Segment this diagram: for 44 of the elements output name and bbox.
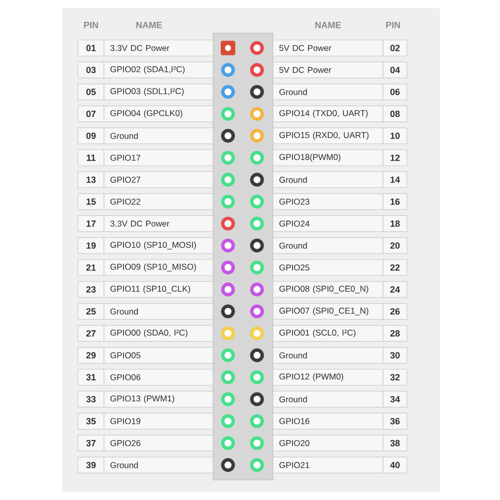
pin-number-box: 23 <box>78 281 104 298</box>
pin-number-box: 22 <box>382 259 408 276</box>
pin-number-box: 33 <box>78 390 104 408</box>
pin-number-box: 26 <box>382 303 408 320</box>
pin-number-box: 16 <box>382 193 408 210</box>
pin-number-box: 11 <box>78 149 104 166</box>
pin-number-box: 39 <box>78 456 104 474</box>
pin-number-box: 27 <box>78 325 104 342</box>
column-header: PIN <box>84 22 98 28</box>
pin-number-box: 05 <box>78 84 104 100</box>
pin-number-box: 01 <box>78 40 104 56</box>
pin-number-box: 34 <box>382 390 408 408</box>
pin-number-box: 06 <box>382 84 408 100</box>
pin-number-box: 25 <box>78 303 104 320</box>
pin-number-box: 30 <box>382 347 408 364</box>
pin-number-box: 14 <box>382 171 408 188</box>
pin-number-box: 18 <box>382 215 408 232</box>
pin-number-box: 04 <box>382 62 408 78</box>
pin-number-box: 20 <box>382 237 408 254</box>
pin-number-box: 12 <box>382 149 408 166</box>
pin-number-box: 32 <box>382 368 408 386</box>
pin-number-box: 21 <box>78 259 104 276</box>
pin-number-box: 38 <box>382 434 408 452</box>
pin-number-box: 28 <box>382 325 408 342</box>
pin-number-box: 40 <box>382 456 408 474</box>
column-header: NAME <box>315 22 341 28</box>
pin-number-box: 36 <box>382 412 408 430</box>
column-header: PIN <box>386 22 400 28</box>
pin-number-box: 13 <box>78 171 104 188</box>
pin-number-box: 09 <box>78 128 104 144</box>
column-header: NAME <box>136 22 162 28</box>
pin-number-box: 02 <box>382 40 408 56</box>
pin-number-box: 29 <box>78 347 104 364</box>
pin-number-box: 03 <box>78 62 104 78</box>
pin-number-box: 17 <box>78 215 104 232</box>
pin-number-box: 07 <box>78 106 104 122</box>
pin-number-box: 24 <box>382 281 408 298</box>
pin-number-box: 15 <box>78 193 104 210</box>
pin-number-box: 19 <box>78 237 104 254</box>
pin-number-box: 08 <box>382 106 408 122</box>
pin-number-box: 35 <box>78 412 104 430</box>
pin-number-box: 31 <box>78 368 104 386</box>
pin-number-box: 10 <box>382 128 408 144</box>
pin-number-box: 37 <box>78 434 104 452</box>
